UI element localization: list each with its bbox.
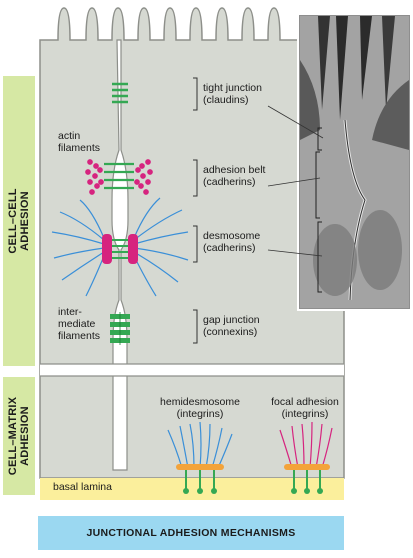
gap-junction-marks: [110, 312, 130, 345]
tight-junction-label: tight junction (claudins): [203, 82, 262, 106]
hemidesmosome-label: hemidesmosome (integrins): [160, 396, 240, 420]
adhesion-belt-label: adhesion belt (cadherins): [203, 164, 266, 188]
focal-adhesion-label: focal adhesion (integrins): [271, 396, 339, 420]
basal-lamina-label: basal lamina: [53, 481, 112, 493]
focal-adhesion-marks: [279, 421, 333, 494]
desmosome-label: desmosome (cadherins): [203, 230, 261, 254]
cell-matrix-adhesion-bar: CELL–MATRIX ADHESION: [3, 377, 35, 495]
hemidesmosome-marks: [167, 421, 233, 494]
tight-junction-marks: [112, 82, 128, 104]
intercellular-space: [111, 39, 129, 471]
adhesion-belt-marks: [85, 159, 153, 195]
intermediate-filaments-label: inter- mediate filaments: [58, 306, 101, 342]
cell-cell-adhesion-bar: CELL–CELL ADHESION: [3, 76, 35, 366]
actin-filaments-label: actin filaments: [58, 130, 101, 154]
basal-lamina: [40, 478, 344, 500]
caption-bar: JUNCTIONAL ADHESION MECHANISMS: [38, 516, 344, 550]
caption-text: JUNCTIONAL ADHESION MECHANISMS: [86, 527, 296, 539]
micrograph-image: [297, 13, 412, 311]
gap-junction-label: gap junction (connexins): [203, 314, 260, 338]
desmosome-marks: [51, 197, 189, 297]
